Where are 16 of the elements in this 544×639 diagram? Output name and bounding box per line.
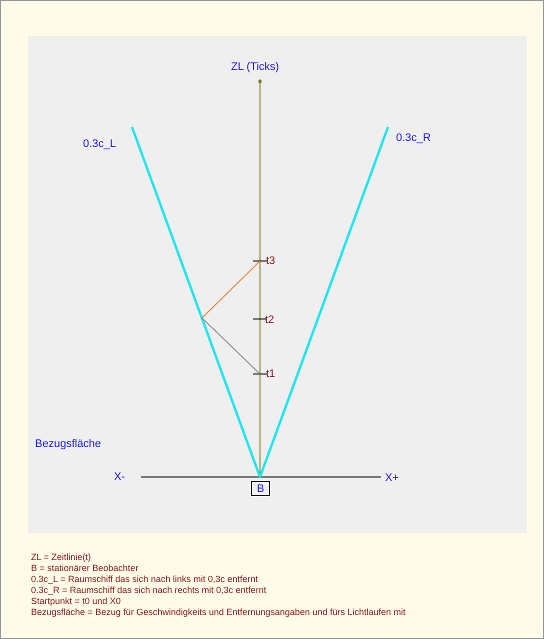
legend-note: ZL = Zeitlinie(t) [31, 553, 91, 563]
axis-label: X- [114, 471, 125, 484]
axis-label: X+ [385, 472, 399, 484]
legend-note: Startpunkt = t0 und X0 [31, 597, 121, 607]
legend-note: B = stationärer Beobachter [31, 564, 138, 574]
axis-label: ZL (Ticks) [231, 61, 280, 74]
legend-note: 0.3c_L = Raumschiff das sich nach links mit 0,3c entfernt [31, 575, 258, 585]
tick-label: t2 [265, 314, 274, 326]
axis-label: Bezugsfläche [35, 438, 102, 450]
legend-note: 0.3c_R = Raumschiff das sich nach rechts mit 0,3c entfernt [31, 586, 266, 596]
axis-label: 0.3c_R [396, 132, 431, 144]
tick-label: t3 [266, 255, 276, 268]
legend-note: Bezugsfläche = Bezug für Geschwindigkeits und Entfernungsangaben und fürs Lichtlaufen mit [31, 608, 406, 618]
tick-label: t1 [266, 368, 276, 380]
axis-label: 0.3c_L [83, 138, 116, 150]
observer-box: B [251, 481, 270, 496]
